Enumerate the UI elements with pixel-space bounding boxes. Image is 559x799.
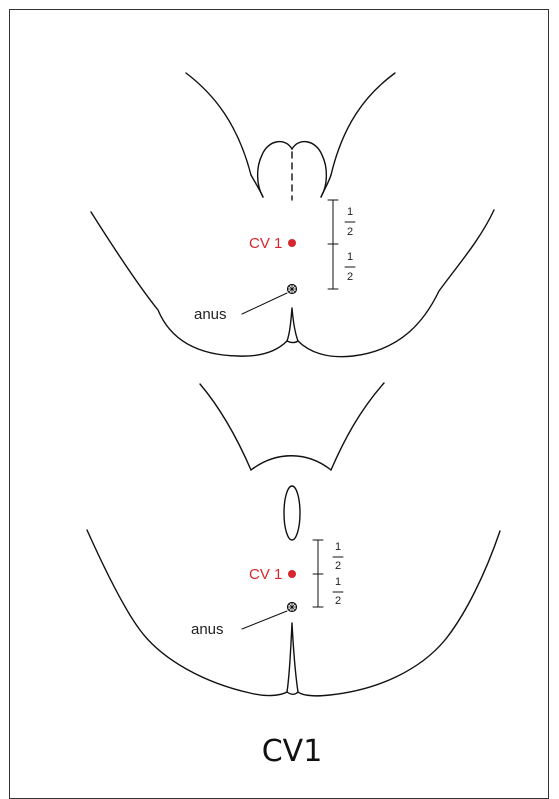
top-natal-cleft — [286, 307, 299, 344]
bottom-frac-lower-den: 2 — [335, 595, 341, 607]
bottom-point-label: CV 1 — [249, 566, 282, 583]
bottom-right-thigh-line — [330, 382, 385, 471]
top-diagram — [90, 72, 495, 358]
figure-title: CV1 — [262, 734, 323, 769]
bottom-measure-bracket — [312, 539, 324, 608]
top-scrotum-left-fold — [250, 174, 264, 198]
bottom-left-buttock — [86, 529, 288, 697]
top-anus-leader — [241, 292, 288, 315]
bottom-natal-cleft — [286, 622, 299, 695]
bottom-pubic-arc — [250, 455, 332, 471]
top-scrotum-right-fold — [320, 174, 332, 198]
top-right-thigh-line — [330, 72, 396, 176]
figure-frame — [9, 9, 549, 799]
top-frac-lower-num: 1 — [347, 251, 353, 263]
top-measure-bracket — [327, 199, 339, 290]
bottom-frac-lower-num: 1 — [335, 576, 341, 588]
bottom-anus-label: anus — [191, 621, 224, 638]
top-frac-upper-num: 1 — [347, 206, 353, 218]
top-anus-mark — [286, 283, 298, 295]
top-right-buttock — [297, 209, 495, 358]
top-frac-upper-den: 2 — [347, 226, 353, 238]
top-cv1-point — [288, 239, 296, 247]
top-anus-label: anus — [194, 306, 227, 323]
bottom-cv1-point — [288, 570, 296, 578]
bottom-anus-mark — [286, 601, 298, 613]
bottom-vulva-outline — [283, 485, 301, 541]
bottom-diagram — [86, 382, 501, 697]
top-left-thigh-line — [185, 72, 252, 176]
top-point-label: CV 1 — [249, 235, 282, 252]
top-left-buttock — [90, 211, 288, 357]
top-scrotum-outline — [256, 140, 328, 198]
bottom-anus-leader — [241, 610, 288, 630]
bottom-frac-upper-den: 2 — [335, 560, 341, 572]
bottom-frac-upper-num: 1 — [335, 541, 341, 553]
top-frac-lower-den: 2 — [347, 271, 353, 283]
bottom-left-thigh-line — [199, 383, 252, 471]
bottom-right-buttock — [297, 530, 501, 697]
